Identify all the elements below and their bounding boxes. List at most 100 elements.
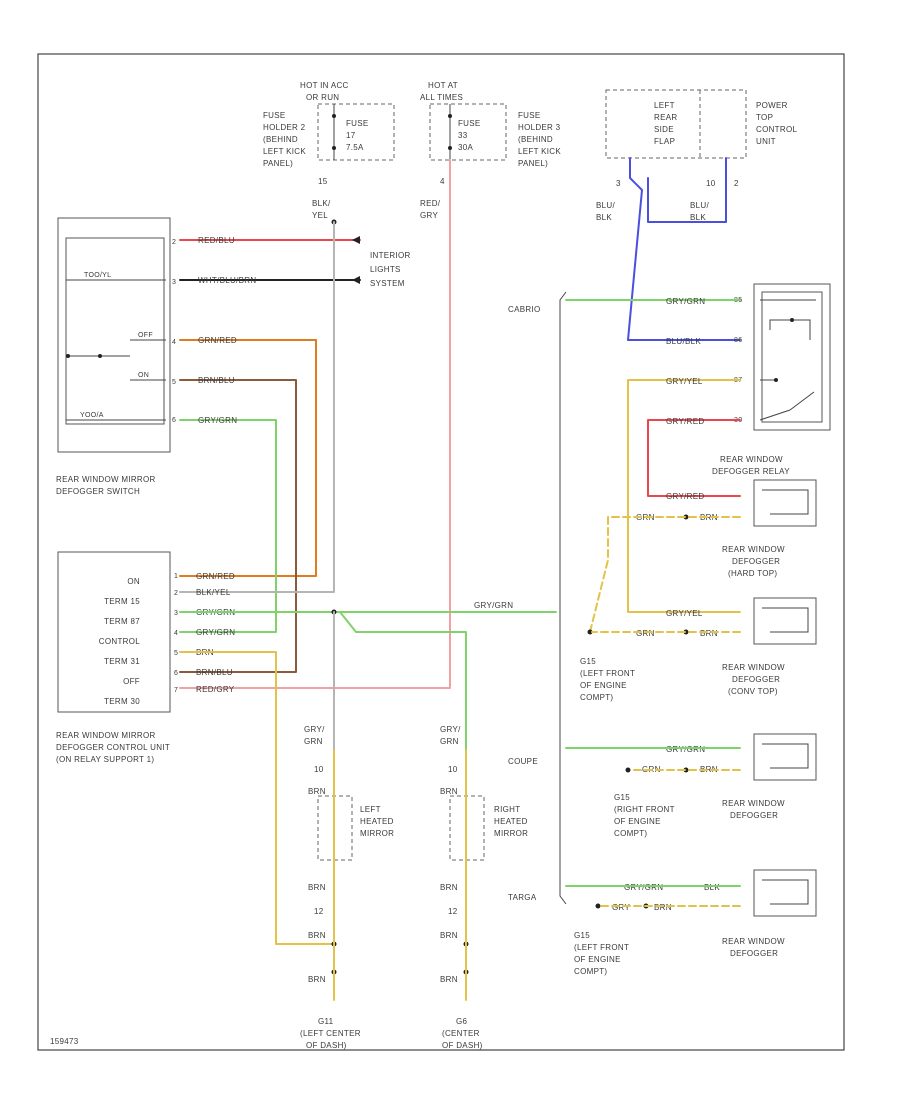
wire-red-gry	[179, 159, 451, 689]
def1-label-2: (HARD TOP)	[728, 569, 777, 578]
relay-label-1: REAR WINDOW	[720, 455, 783, 464]
fuse-17-group: HOT IN ACC OR RUN FUSE 17 7.5A FUSE HOLD…	[263, 81, 395, 225]
fuse-holder-2-2: HOLDER 2	[263, 123, 306, 132]
fuse-left-wire-1: BLK/	[312, 199, 331, 208]
footer-code: 159473	[50, 1037, 79, 1046]
cu-pin-1: 1	[174, 573, 178, 580]
lm-brn-low: BRN	[308, 931, 326, 940]
cu-title-3: (ON RELAY SUPPORT 1)	[56, 755, 154, 764]
variant-coupe: COUPE	[508, 757, 538, 766]
fuse-17-label-2: 17	[346, 131, 356, 140]
lm-pin-bottom: 12	[314, 907, 324, 916]
flap-4: FLAP	[654, 137, 675, 146]
relay-pin-86: 86	[734, 337, 742, 344]
def4-ground-2: OF ENGINE	[574, 955, 621, 964]
fuse-17-label-1: FUSE	[346, 119, 369, 128]
cu-row-6: TERM 30	[104, 697, 140, 706]
def2-ground-1: (LEFT FRONT	[580, 669, 635, 678]
ptcu-pin-3: 3	[616, 179, 621, 188]
relay-wire-0: GRY/GRN	[666, 297, 705, 306]
wire-blk-yel	[179, 221, 335, 593]
wire-label-grn-red: GRN/RED	[198, 336, 237, 345]
def4-wire-1: BLK	[704, 883, 720, 892]
cu-title-1: REAR WINDOW MIRROR	[56, 731, 156, 740]
lm-brn-mid: BRN	[308, 883, 326, 892]
fuse-holder-3-5: PANEL)	[518, 159, 548, 168]
cu-pin-3: 3	[174, 610, 178, 617]
fuse-33-group: HOT AT ALL TIMES FUSE 33 30A FUSE HOLDER…	[420, 81, 561, 220]
variant-cabrio: CABRIO	[508, 305, 540, 314]
fuse-right-wire-1: RED/	[420, 199, 441, 208]
ptcu-2: TOP	[756, 113, 773, 122]
lm-ground-1: G11	[318, 1017, 334, 1026]
fuse-right-pin: 4	[440, 177, 445, 186]
cu-row-5: OFF	[123, 677, 140, 686]
ptcu-4: UNIT	[756, 137, 776, 146]
fuse-33-label-3: 30A	[458, 143, 473, 152]
variant-targa: TARGA	[508, 893, 537, 902]
cu-pin-6: 6	[174, 670, 178, 677]
cu-wire-3: GRY/GRN	[196, 628, 235, 637]
ptcu-3: CONTROL	[756, 125, 797, 134]
switch-pin-3: 3	[172, 279, 176, 286]
switch-title-1: REAR WINDOW MIRROR	[56, 475, 156, 484]
switch-lbl-on: ON	[138, 372, 149, 379]
def2-gnd-1: BRN	[700, 629, 718, 638]
fuse-right-hot-1: HOT AT	[428, 81, 458, 90]
wire-gry-grn-switch	[179, 419, 277, 633]
wire-label-wht: WHT/BLU/BRN	[198, 276, 256, 285]
power-top-unit-box	[605, 89, 747, 159]
ptcu-wire-left-2: BLK	[596, 213, 612, 222]
def4-gnd-0: GRY	[612, 903, 630, 912]
lm-brn-ground: BRN	[308, 975, 326, 984]
fuse-holder-3-1: FUSE	[518, 111, 541, 120]
cu-pin-5: 5	[174, 650, 178, 657]
wire-label-gry-grn: GRY/GRN	[198, 416, 237, 425]
cu-wire-6: RED/GRY	[196, 685, 235, 694]
lm-label-3: MIRROR	[360, 829, 394, 838]
defogger-coupe: GRY/GRN GRN BRN REAR WINDOW DEFOGGER G15…	[614, 733, 817, 838]
def2-ground-0: G15	[580, 657, 596, 666]
switch-pin-4: 4	[172, 339, 176, 346]
def1-label-0: REAR WINDOW	[722, 545, 785, 554]
rm-label-3: MIRROR	[494, 829, 528, 838]
relay-box	[753, 283, 831, 431]
defogger-conv-top: GRY/YEL GRN BRN REAR WINDOW DEFOGGER (CO…	[580, 597, 817, 702]
fuse-holder-2-box	[317, 103, 395, 161]
fuse-left-hot-1: HOT IN ACC	[300, 81, 349, 90]
lm-label-1: LEFT	[360, 805, 381, 814]
defogger-switch-box	[57, 217, 171, 453]
flap-2: REAR	[654, 113, 677, 122]
fuse-holder-3-3: (BEHIND	[518, 135, 553, 144]
rm-ground-2: (CENTER	[442, 1029, 480, 1038]
gry-grn-right-label: GRY/GRN	[474, 601, 513, 610]
fuse-right-hot-2: ALL TIMES	[420, 93, 463, 102]
relay-wire-1: BLU/BLK	[666, 337, 701, 346]
fuse-left-hot-2: OR RUN	[306, 93, 339, 102]
fuse-left-pin: 15	[318, 177, 328, 186]
defogger-hard-top: GRY/RED GRN BRN REAR WINDOW DEFOGGER (HA…	[636, 479, 817, 578]
rm-pin-top: 10	[448, 765, 458, 774]
lm-pin-top: 10	[314, 765, 324, 774]
rm-label-2: HEATED	[494, 817, 528, 826]
ptcu-pin-2: 2	[734, 179, 739, 188]
rm-wire-1: GRY/	[440, 725, 461, 734]
fuse-holder-2-1: FUSE	[263, 111, 286, 120]
fuse-holder-3-4: LEFT KICK	[518, 147, 561, 156]
relay-wire-3: GRY/RED	[666, 417, 704, 426]
wire-grn-red	[179, 339, 317, 577]
switch-title-2: DEFOGGER SWITCH	[56, 487, 140, 496]
def2-label-1: DEFOGGER	[732, 675, 780, 684]
power-top-group: LEFT REAR SIDE FLAP POWER TOP CONTROL UN…	[596, 89, 797, 222]
wire-def1-ground	[589, 516, 741, 633]
rm-brn-ground: BRN	[440, 975, 458, 984]
relay-label-2: DEFOGGER RELAY	[712, 467, 790, 476]
cu-pin-4: 4	[174, 630, 178, 637]
cu-pin-2: 2	[174, 590, 178, 597]
wire-brn-yellow	[179, 651, 335, 945]
variant-bus	[559, 291, 567, 905]
ptcu-wire-left-1: BLU/	[596, 201, 615, 210]
wire-label-brn-blu: BRN/BLU	[198, 376, 235, 385]
rm-wire-2: GRN	[440, 737, 459, 746]
